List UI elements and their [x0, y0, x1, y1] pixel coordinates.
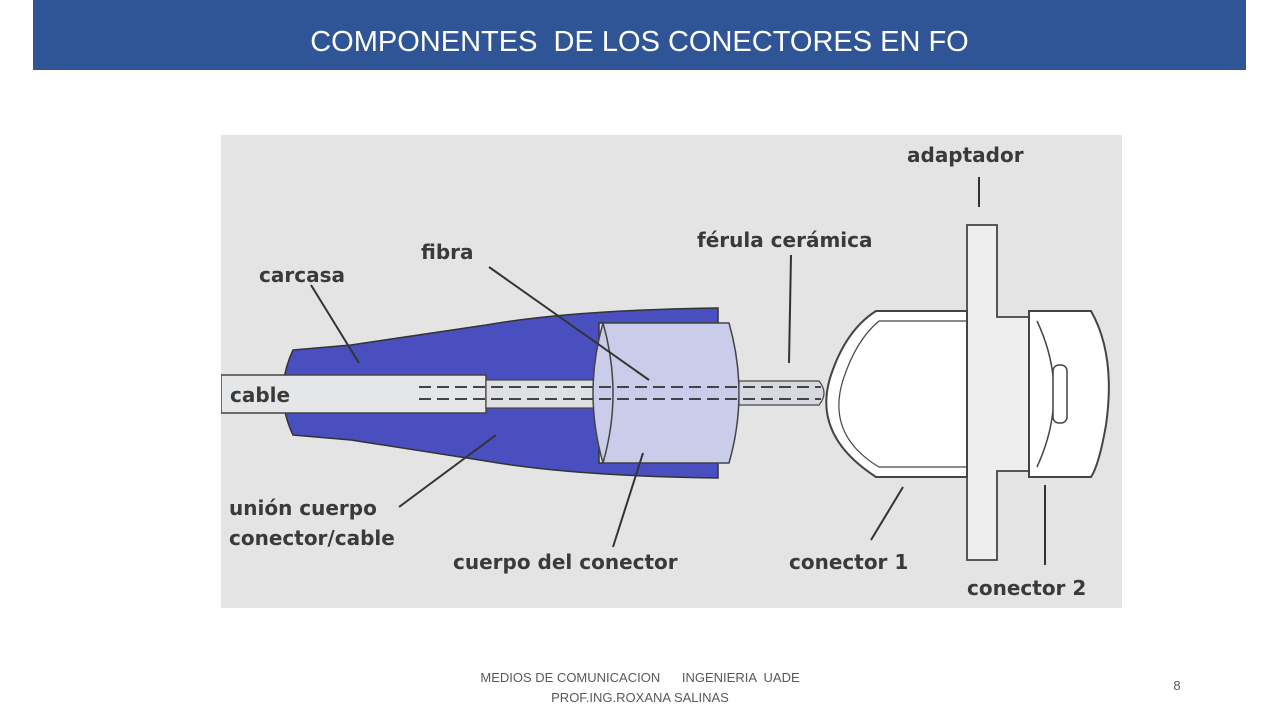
leader-union: [398, 434, 497, 508]
label-adaptador: adaptador: [907, 143, 1024, 167]
leader-ferula: [788, 254, 792, 364]
connector-body: [592, 322, 740, 464]
connector2-ferrule: [1052, 364, 1068, 424]
label-union-line1: unión cuerpo: [229, 496, 377, 520]
label-fibra: fibra: [421, 240, 474, 264]
connector1-shape: [825, 310, 968, 478]
leader-conector1: [870, 486, 904, 541]
connector-diagram: carcasa fibra férula cerámica adaptador …: [221, 135, 1122, 608]
leader-fibra: [488, 266, 650, 381]
connector2-shape: [1028, 310, 1110, 478]
label-cable: cable: [230, 383, 290, 407]
fiber-core: [485, 379, 612, 409]
page-number: 8: [1173, 678, 1181, 693]
title-bar: COMPONENTES DE LOS CONECTORES EN FO: [33, 0, 1246, 70]
label-cuerpo: cuerpo del conector: [453, 550, 678, 574]
label-union-line2: conector/cable: [229, 526, 395, 550]
footer-school: INGENIERIA UADE: [681, 670, 800, 685]
connector-body-face: [602, 322, 614, 464]
label-conector2: conector 2: [967, 576, 1086, 600]
footer-professor: PROF.ING.ROXANA SALINAS: [551, 690, 729, 705]
label-ferula: férula cerámica: [697, 228, 873, 252]
footer: MEDIOS DE COMUNICACION INGENIERIA UADE P…: [440, 668, 840, 708]
slide-title: COMPONENTES DE LOS CONECTORES EN FO: [310, 25, 969, 58]
footer-course: MEDIOS DE COMUNICACION: [480, 670, 661, 685]
leader-cuerpo: [612, 452, 644, 548]
label-conector1: conector 1: [789, 550, 908, 574]
ferrule-shape: [738, 380, 825, 406]
connector1-inner: [838, 320, 968, 468]
label-carcasa: carcasa: [259, 263, 345, 287]
leader-carcasa: [310, 284, 360, 364]
connector-diagram-svg: carcasa fibra férula cerámica adaptador …: [221, 143, 1110, 600]
